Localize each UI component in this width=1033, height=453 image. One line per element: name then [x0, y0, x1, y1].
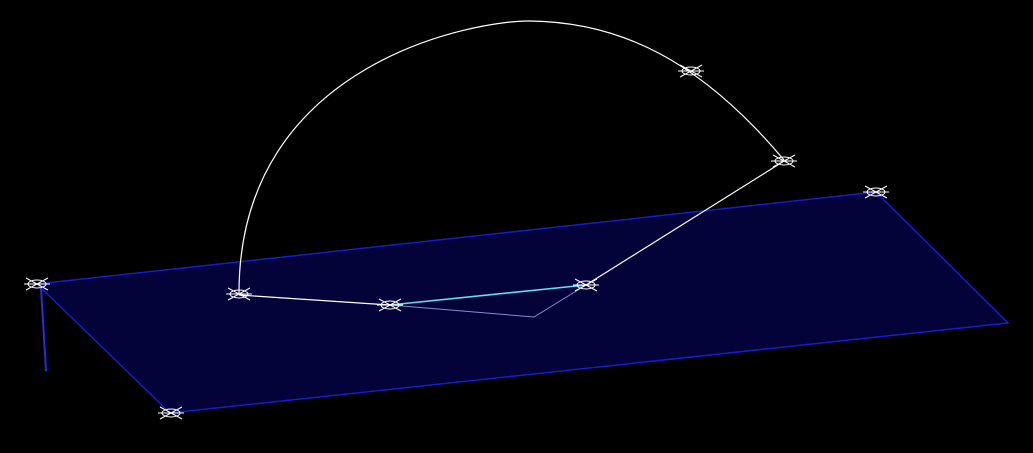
crosshair-snap-marker[interactable]: [863, 185, 889, 199]
crosshair-snap-marker[interactable]: [24, 277, 50, 291]
crosshair-snap-marker[interactable]: [678, 64, 704, 78]
axis-edge: [40, 287, 47, 372]
crosshair-snap-marker[interactable]: [771, 154, 797, 168]
crosshair-snap-marker[interactable]: [158, 406, 184, 420]
selected-segment[interactable]: [389, 284, 587, 306]
polyline-segment-3[interactable]: [585, 160, 785, 286]
crosshair-snap-marker[interactable]: [573, 278, 599, 292]
crosshair-snap-marker[interactable]: [226, 287, 252, 301]
crosshair-snap-marker[interactable]: [377, 298, 403, 312]
workplane[interactable]: [35, 191, 1010, 414]
polyline-segment-1[interactable]: [238, 294, 391, 306]
projection-shadow: [389, 284, 587, 318]
